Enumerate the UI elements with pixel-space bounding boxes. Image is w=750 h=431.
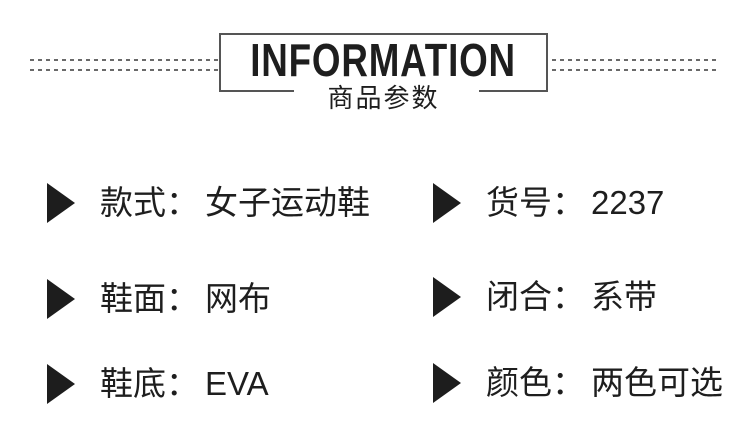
box-bottom-border-right [479, 90, 548, 92]
section-title: INFORMATION [250, 33, 517, 86]
dash-line [552, 69, 716, 71]
param-item-color: 颜色： 两色可选 [433, 363, 723, 403]
triangle-bullet-icon [47, 183, 75, 223]
param-item-style: 款式： 女子运动鞋 [47, 183, 370, 223]
param-label: 鞋底： [100, 365, 199, 402]
param-value: 2237 [591, 184, 665, 221]
dash-line [30, 69, 218, 71]
dashed-line-right [552, 59, 716, 71]
section-subtitle: 商品参数 [327, 83, 440, 113]
triangle-bullet-icon [433, 277, 461, 317]
param-value: 女子运动鞋 [205, 184, 370, 221]
information-title-box: INFORMATION [219, 33, 548, 92]
param-label: 货号： [486, 184, 585, 221]
param-item-upper: 鞋面： 网布 [47, 279, 271, 319]
param-value: 系带 [591, 278, 657, 315]
param-label: 鞋面： [100, 280, 199, 317]
param-value: 网布 [205, 280, 271, 317]
param-item-closure: 闭合： 系带 [433, 277, 657, 317]
param-item-item-number: 货号： 2237 [433, 183, 664, 223]
triangle-bullet-icon [47, 279, 75, 319]
triangle-bullet-icon [433, 363, 461, 403]
param-label: 款式： [100, 184, 199, 221]
param-value: EVA [205, 365, 269, 402]
param-item-sole: 鞋底： EVA [47, 364, 269, 404]
dashed-line-left [30, 59, 218, 71]
param-value: 两色可选 [591, 364, 723, 401]
param-label: 闭合： [486, 278, 585, 315]
dash-line [30, 59, 218, 61]
box-bottom-border-left [219, 90, 294, 92]
param-label: 颜色： [486, 364, 585, 401]
triangle-bullet-icon [47, 364, 75, 404]
dash-line [552, 59, 716, 61]
triangle-bullet-icon [433, 183, 461, 223]
